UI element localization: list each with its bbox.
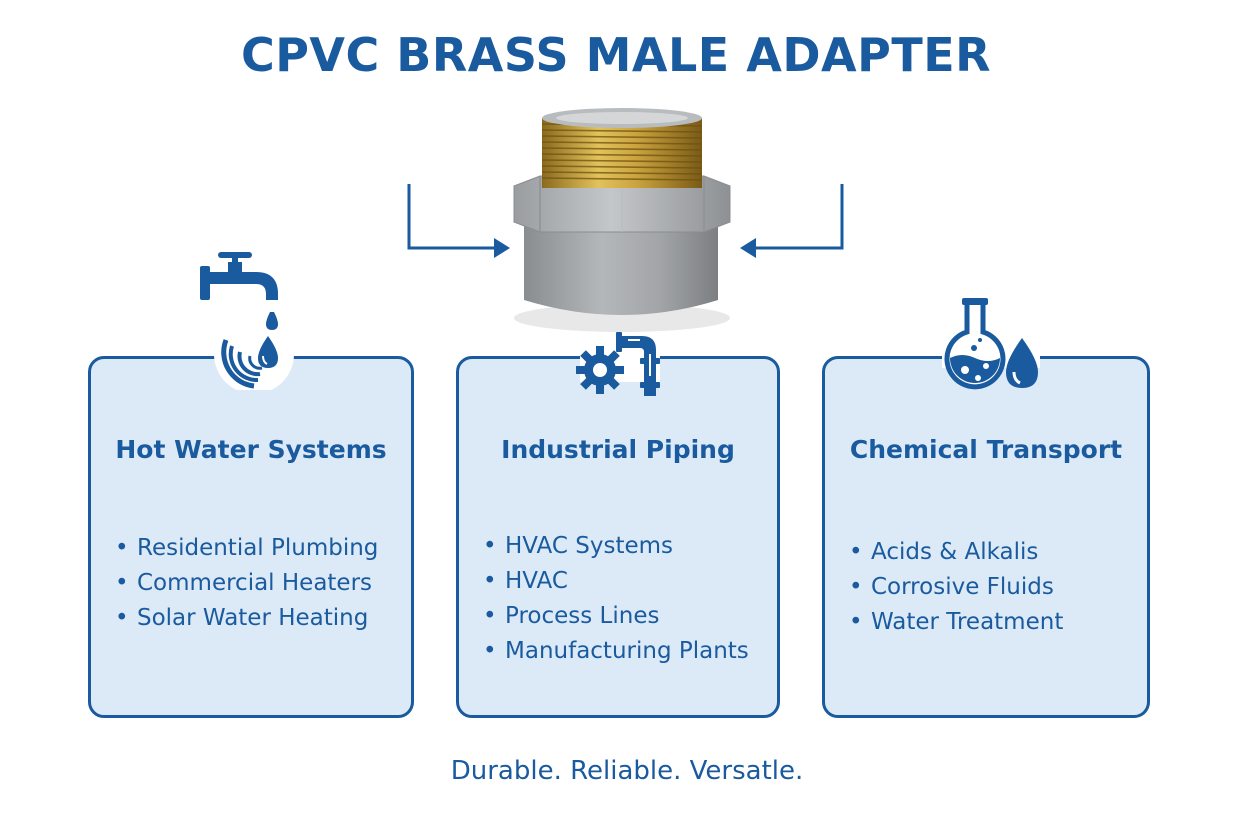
left-arrow — [407, 184, 500, 250]
faucet-water-icon — [200, 252, 294, 390]
list-item: Commercial Heaters — [115, 566, 378, 601]
list-item: Residential Plumbing — [115, 531, 378, 566]
card-list: Residential Plumbing Commercial Heaters … — [115, 531, 378, 636]
card-title: Industrial Piping — [501, 435, 735, 464]
list-item: HVAC — [483, 564, 749, 599]
page-title: CPVC BRASS MALE ADAPTER — [240, 28, 992, 82]
list-item: Water Treatment — [849, 605, 1063, 640]
list-item: Process Lines — [483, 599, 749, 634]
card-title: Chemical Transport — [849, 435, 1123, 464]
adapter-body — [524, 218, 718, 315]
card-hot-water: Hot Water Systems Residential Plumbing C… — [88, 356, 414, 718]
list-item: Solar Water Heating — [115, 601, 378, 636]
card-chemical-transport: Chemical Transport Acids & Alkalis Corro… — [822, 356, 1150, 718]
tagline: Durable. Reliable. Versatle. — [450, 756, 804, 786]
card-list: Acids & Alkalis Corrosive Fluids Water T… — [849, 535, 1063, 640]
list-item: Manufacturing Plants — [483, 634, 749, 669]
card-title: Hot Water Systems — [115, 435, 387, 464]
flask-drop-icon — [942, 298, 1040, 390]
list-item: Acids & Alkalis — [849, 535, 1063, 570]
list-item: HVAC Systems — [483, 529, 749, 564]
brass-thread — [542, 118, 702, 188]
adapter-hex-collar — [513, 175, 731, 233]
card-list: HVAC Systems HVAC Process Lines Manufact… — [483, 529, 749, 669]
gear-pipe-icon — [576, 332, 660, 396]
right-arrow — [750, 184, 844, 250]
list-item: Corrosive Fluids — [849, 570, 1063, 605]
card-industrial-piping: Industrial Piping HVAC Systems HVAC Proc… — [456, 356, 780, 718]
